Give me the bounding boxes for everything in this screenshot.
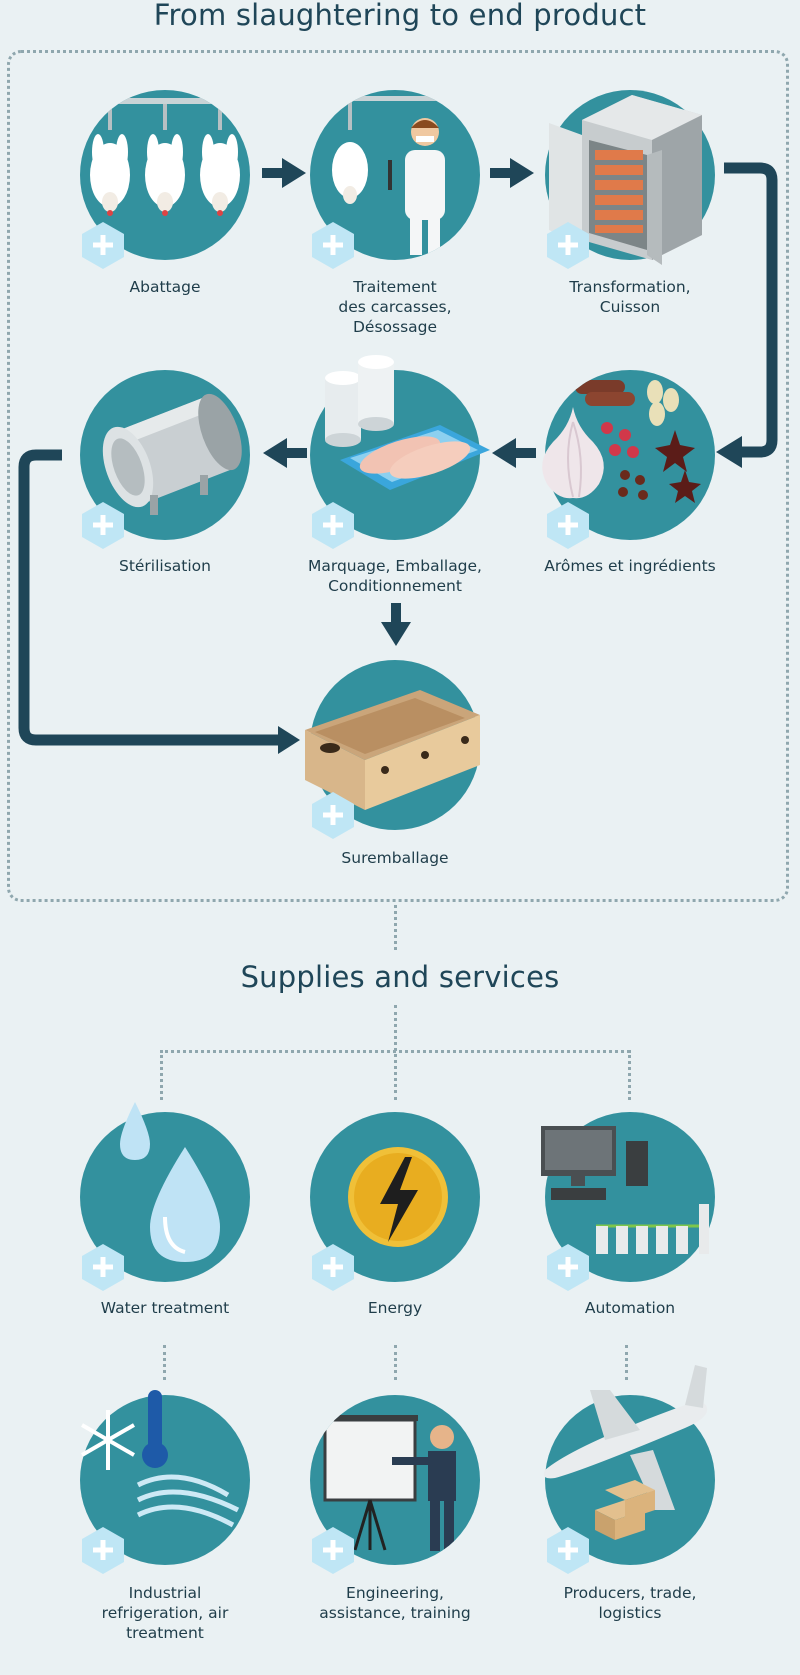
connector-line bbox=[394, 1345, 397, 1380]
plus-icon[interactable] bbox=[310, 1242, 356, 1292]
plus-icon[interactable] bbox=[80, 220, 126, 270]
step-suremballage[interactable] bbox=[305, 660, 480, 839]
connector-line bbox=[625, 1345, 628, 1380]
service-engineering[interactable] bbox=[310, 1395, 480, 1574]
presenter-icon bbox=[322, 1415, 456, 1551]
plus-icon[interactable] bbox=[545, 500, 591, 550]
connector-line bbox=[394, 905, 397, 950]
service-label: Energy bbox=[367, 1299, 423, 1317]
plus-icon[interactable] bbox=[80, 1242, 126, 1292]
step-traitement[interactable] bbox=[310, 90, 480, 269]
service-water[interactable] bbox=[80, 1102, 250, 1291]
plus-icon[interactable] bbox=[310, 220, 356, 270]
arrow-icon bbox=[263, 438, 307, 468]
plus-icon[interactable] bbox=[80, 500, 126, 550]
step-aromes[interactable] bbox=[542, 370, 715, 549]
step-sterilisation[interactable] bbox=[80, 370, 250, 549]
hanging-chickens-icon bbox=[86, 98, 246, 216]
plus-icon[interactable] bbox=[545, 1242, 591, 1292]
step-label: Abattage bbox=[129, 278, 201, 296]
connector-line bbox=[163, 1345, 166, 1380]
cardboard-box-icon bbox=[305, 690, 480, 810]
connector-line bbox=[160, 1050, 630, 1053]
arrow-icon bbox=[490, 158, 534, 188]
service-automation[interactable] bbox=[541, 1112, 715, 1291]
step-transformation[interactable] bbox=[545, 90, 715, 269]
service-label: Automation bbox=[584, 1299, 676, 1317]
service-refrigeration[interactable] bbox=[80, 1390, 250, 1574]
plus-icon[interactable] bbox=[545, 1525, 591, 1575]
lightning-icon bbox=[348, 1147, 448, 1247]
plus-icon[interactable] bbox=[80, 1525, 126, 1575]
process-container bbox=[7, 50, 789, 902]
arrow-icon bbox=[262, 158, 306, 188]
water-drop-icon bbox=[120, 1102, 220, 1262]
arrow-icon bbox=[381, 603, 411, 646]
step-label: Traitement des carcasses, Désossage bbox=[338, 278, 452, 336]
page-title: From slaughtering to end product bbox=[153, 0, 647, 32]
step-label: Transformation, Cuisson bbox=[569, 278, 691, 316]
service-label: Producers, trade, logistics bbox=[563, 1584, 697, 1622]
arrow-icon bbox=[278, 726, 300, 754]
butcher-icon bbox=[320, 96, 450, 255]
step-label: Marquage, Emballage, Conditionnement bbox=[307, 557, 482, 595]
spices-icon bbox=[575, 380, 701, 503]
service-energy[interactable] bbox=[310, 1112, 480, 1291]
garlic-icon bbox=[542, 407, 604, 499]
service-label: Industrial refrigeration, air treatment bbox=[101, 1584, 229, 1642]
plus-icon[interactable] bbox=[545, 220, 591, 270]
plus-icon[interactable] bbox=[310, 790, 356, 840]
packaging-icon bbox=[325, 355, 490, 490]
flow-arrows bbox=[18, 158, 778, 754]
airplane-cargo-icon bbox=[543, 1365, 708, 1540]
snowflake-thermometer-icon bbox=[81, 1390, 240, 1528]
step-label: Stérilisation bbox=[118, 557, 211, 575]
plus-icon[interactable] bbox=[310, 500, 356, 550]
step-abattage[interactable] bbox=[80, 90, 250, 269]
computer-plc-icon bbox=[541, 1126, 709, 1254]
arrow-icon bbox=[716, 436, 742, 468]
services-title: Supplies and services bbox=[240, 960, 560, 994]
step-marquage[interactable] bbox=[310, 355, 490, 549]
service-label: Water treatment bbox=[100, 1299, 230, 1317]
step-label: Arômes et ingrédients bbox=[544, 557, 716, 575]
connector-line bbox=[160, 1050, 163, 1100]
service-logistics[interactable] bbox=[543, 1365, 715, 1574]
step-label: Suremballage bbox=[341, 849, 449, 867]
connector-line bbox=[628, 1050, 631, 1100]
service-label: Engineering, assistance, training bbox=[319, 1584, 471, 1622]
plus-icon[interactable] bbox=[310, 1525, 356, 1575]
industrial-oven-icon bbox=[549, 95, 702, 265]
autoclave-icon bbox=[102, 393, 242, 515]
arrow-icon bbox=[492, 438, 536, 468]
